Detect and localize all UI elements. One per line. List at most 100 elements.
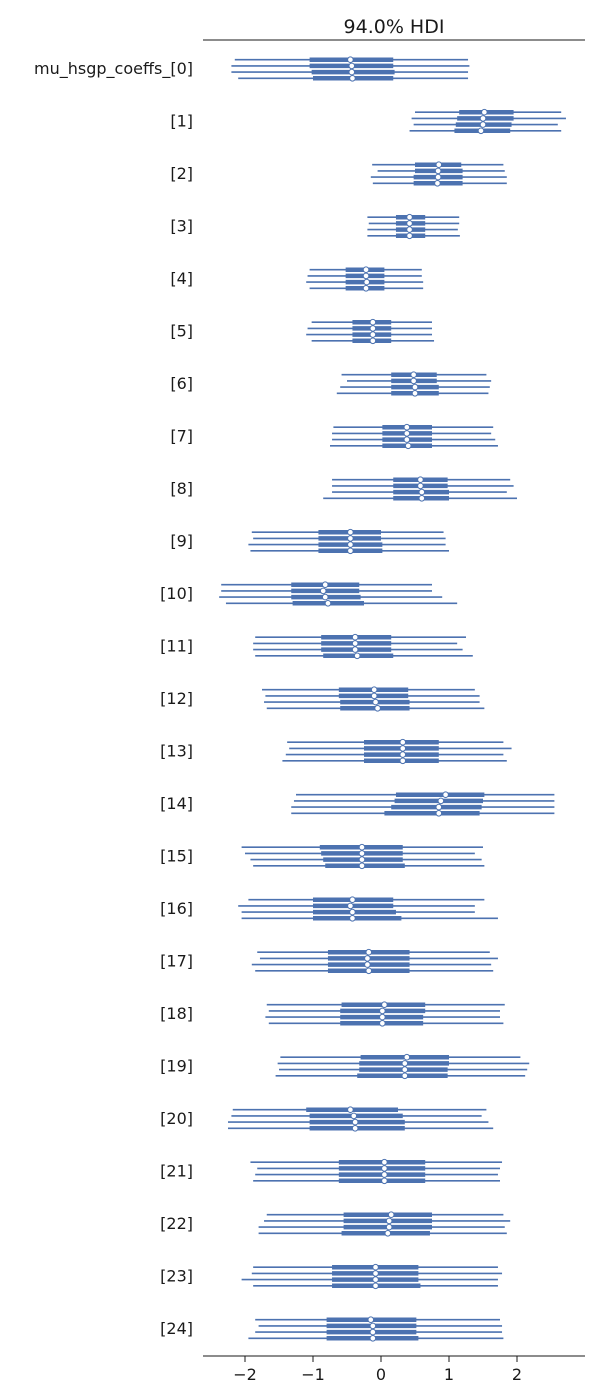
median-point <box>362 266 370 274</box>
row-label: [20] <box>160 1109 193 1128</box>
median-point <box>358 856 366 863</box>
median-point <box>351 633 359 641</box>
row-label: [6] <box>170 374 193 393</box>
row-label: [10] <box>160 584 193 603</box>
forest-row: [21] <box>160 1158 503 1185</box>
median-point <box>319 587 327 595</box>
median-point <box>372 1270 379 1277</box>
median-point <box>384 1230 392 1237</box>
median-point <box>399 751 407 758</box>
median-point <box>434 180 441 187</box>
median-point <box>324 600 332 607</box>
median-point <box>403 430 411 437</box>
row-label: [18] <box>160 1004 193 1023</box>
median-point <box>348 62 356 70</box>
median-point <box>403 1053 411 1061</box>
median-point <box>347 56 354 64</box>
median-point <box>321 581 329 589</box>
median-point <box>358 862 366 870</box>
forest-row: [10] <box>160 581 458 607</box>
forest-row: [4] <box>170 266 424 292</box>
median-point <box>350 1112 358 1120</box>
row-label: [17] <box>160 952 193 971</box>
median-point <box>347 902 354 910</box>
median-point <box>379 1020 386 1027</box>
median-point <box>347 541 354 548</box>
median-point <box>381 1171 388 1178</box>
median-point <box>351 646 359 653</box>
median-point <box>347 1106 354 1113</box>
median-point <box>434 173 442 181</box>
median-point <box>411 390 419 397</box>
forest-row: [15] <box>160 843 485 870</box>
median-point <box>372 698 379 706</box>
median-point <box>365 967 373 975</box>
forest-row: [11] <box>160 633 473 660</box>
median-point <box>364 955 371 962</box>
median-point <box>385 1223 393 1231</box>
median-point <box>435 810 443 817</box>
median-point <box>406 213 413 221</box>
forest-row: [19] <box>160 1053 530 1080</box>
median-point <box>403 423 411 431</box>
median-point <box>437 797 445 805</box>
median-point <box>406 232 413 240</box>
row-label: [9] <box>170 532 193 551</box>
forest-row: [24] <box>160 1316 504 1342</box>
forest-row: [12] <box>160 686 485 712</box>
row-label: [16] <box>160 899 193 918</box>
forest-row: [8] <box>170 476 517 502</box>
median-point <box>381 1177 388 1185</box>
x-tick-label: 0 <box>376 1365 386 1384</box>
median-point <box>358 843 366 851</box>
median-point <box>353 652 361 660</box>
forest-row: [22] <box>160 1211 511 1237</box>
median-point <box>369 318 377 326</box>
median-point <box>401 1060 409 1067</box>
median-point <box>418 488 426 496</box>
median-point <box>351 1125 359 1132</box>
row-label: [11] <box>160 637 193 656</box>
median-point <box>410 377 417 385</box>
median-point <box>385 1217 393 1225</box>
row-label: [21] <box>160 1162 193 1181</box>
median-point <box>418 495 426 502</box>
median-point <box>477 127 485 135</box>
x-axis-ticks: −2 −1 0 1 2 <box>233 1356 522 1384</box>
forest-row: [23] <box>160 1263 503 1290</box>
x-tick-label: −2 <box>233 1365 257 1384</box>
forest-row: [2] <box>170 161 507 187</box>
row-label: [24] <box>160 1319 193 1338</box>
row-label: [12] <box>160 689 193 708</box>
median-point <box>399 745 407 752</box>
median-point <box>347 547 354 555</box>
forest-row: [18] <box>160 1001 505 1027</box>
x-tick-label: 2 <box>512 1365 522 1384</box>
median-point <box>362 272 370 280</box>
median-point <box>479 121 487 128</box>
forest-row: [5] <box>170 318 435 345</box>
median-point <box>379 1007 386 1015</box>
forest-row: mu_hsgp_coeffs_[0] <box>34 56 470 82</box>
forest-row: [16] <box>160 896 498 922</box>
row-label: [22] <box>160 1214 193 1233</box>
median-point <box>435 803 443 811</box>
x-tick-label: −1 <box>301 1365 325 1384</box>
x-tick-label: 1 <box>444 1365 454 1384</box>
median-point <box>347 528 354 536</box>
median-point <box>369 1328 377 1336</box>
median-point <box>363 278 371 286</box>
row-label: [13] <box>160 742 193 761</box>
median-point <box>406 226 413 233</box>
row-label: mu_hsgp_coeffs_[0] <box>34 59 193 79</box>
median-point <box>369 325 377 332</box>
median-point <box>381 1001 388 1009</box>
median-point <box>365 948 373 956</box>
forest-row: [20] <box>160 1106 494 1132</box>
median-point <box>349 908 356 916</box>
median-point <box>372 1276 379 1283</box>
row-label: [1] <box>170 112 193 131</box>
median-point <box>369 337 377 345</box>
row-label: [7] <box>170 427 193 446</box>
